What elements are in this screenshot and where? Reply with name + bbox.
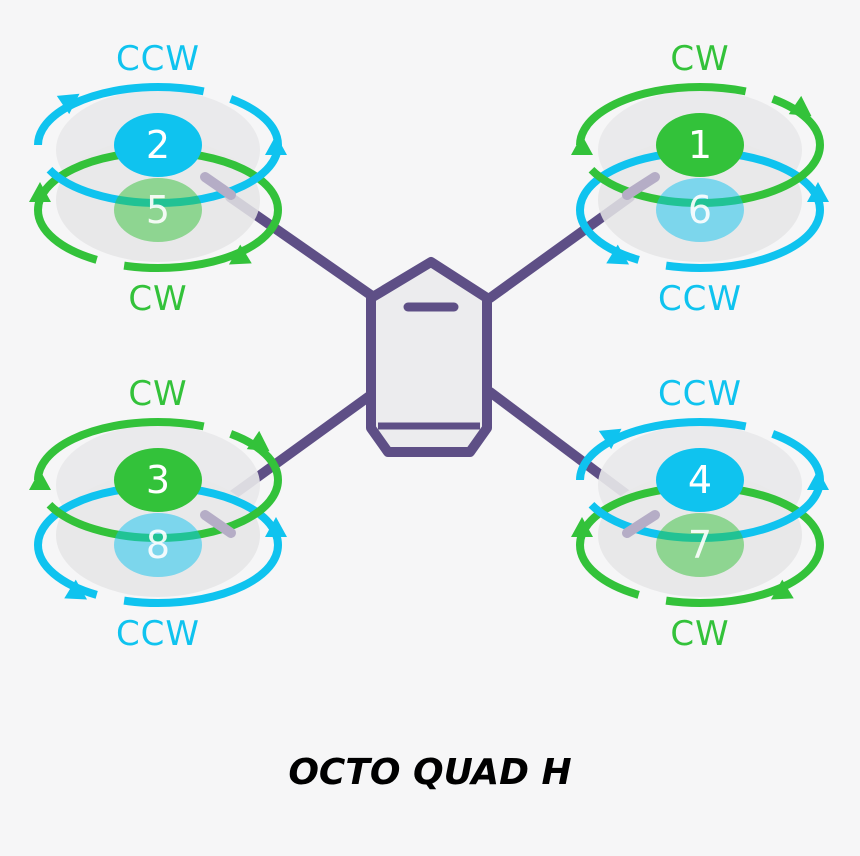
- hub-arm-rear-right: [622, 510, 660, 538]
- rotation-arrow-front-right-top: [788, 95, 812, 117]
- rotation-arrow-front-right-bottom: [606, 244, 630, 265]
- rotation-arrow-rear-right-top: [598, 428, 622, 450]
- direction-label-rear-right-bottom: CW: [670, 614, 729, 654]
- hub-arm-rear-left: [200, 510, 236, 538]
- direction-label-front-right-top: CW: [670, 39, 729, 79]
- motor-badge-3: [114, 448, 202, 512]
- rotation-arrow-front-left-top-2: [265, 135, 287, 155]
- motor-badge-8: [114, 513, 202, 577]
- motor-number-6: 6: [688, 188, 712, 232]
- direction-label-front-right-bottom: CCW: [658, 279, 742, 319]
- motor-badge-1: [656, 113, 744, 177]
- rotation-arrow-rear-left-top: [246, 430, 270, 452]
- rotation-arrow-rear-right-bottom: [770, 579, 794, 600]
- rotation-arrow-front-left-top: [56, 93, 80, 115]
- hub-arm-front-left: [200, 172, 236, 200]
- motor-badge-6: [656, 178, 744, 242]
- direction-label-rear-left-top: CW: [128, 374, 187, 414]
- direction-label-front-left-bottom: CW: [128, 279, 187, 319]
- body-outline: [366, 257, 492, 457]
- hub-arm-front-right: [622, 172, 660, 200]
- motor-assembly-rear-left: 8 3 CW CCW: [29, 374, 287, 654]
- rotation-arrow-rear-left-bottom-2: [265, 517, 287, 537]
- motor-assembly-rear-right: 7 4 CCW CW: [571, 374, 829, 654]
- motor-badge-4: [656, 448, 744, 512]
- motor-number-3: 3: [146, 458, 170, 502]
- motor-badge-2: [114, 113, 202, 177]
- rotation-arrow-front-right-bottom-2: [807, 182, 829, 202]
- rotation-arrow-front-right-top-2: [571, 135, 593, 155]
- direction-label-front-left-top: CCW: [116, 39, 200, 79]
- motor-number-7: 7: [688, 523, 712, 567]
- motor-number-4: 4: [688, 458, 712, 502]
- rotation-arrow-front-left-bottom: [228, 244, 252, 265]
- rotation-arrow-rear-right-top-2: [807, 470, 829, 490]
- motor-assembly-front-right: 6 1 CW CCW: [571, 39, 829, 319]
- rotation-arrow-front-left-bottom-2: [29, 182, 51, 202]
- frame-body: [366, 257, 492, 457]
- direction-label-rear-right-top: CCW: [658, 374, 742, 414]
- motor-badge-5: [114, 178, 202, 242]
- rotation-arrow-rear-left-bottom: [64, 579, 88, 600]
- direction-label-rear-left-bottom: CCW: [116, 614, 200, 654]
- motor-number-1: 1: [688, 123, 712, 167]
- rotation-arrow-rear-right-bottom-2: [571, 517, 593, 537]
- rotation-arrow-rear-left-top-2: [29, 470, 51, 490]
- motor-number-5: 5: [146, 188, 170, 232]
- motor-assembly-front-left: 5 2 CCW CW: [29, 39, 287, 319]
- diagram-title: OCTO QUAD H: [288, 752, 572, 793]
- motor-badge-7: [656, 513, 744, 577]
- motor-number-8: 8: [146, 523, 170, 567]
- motor-number-2: 2: [146, 123, 170, 167]
